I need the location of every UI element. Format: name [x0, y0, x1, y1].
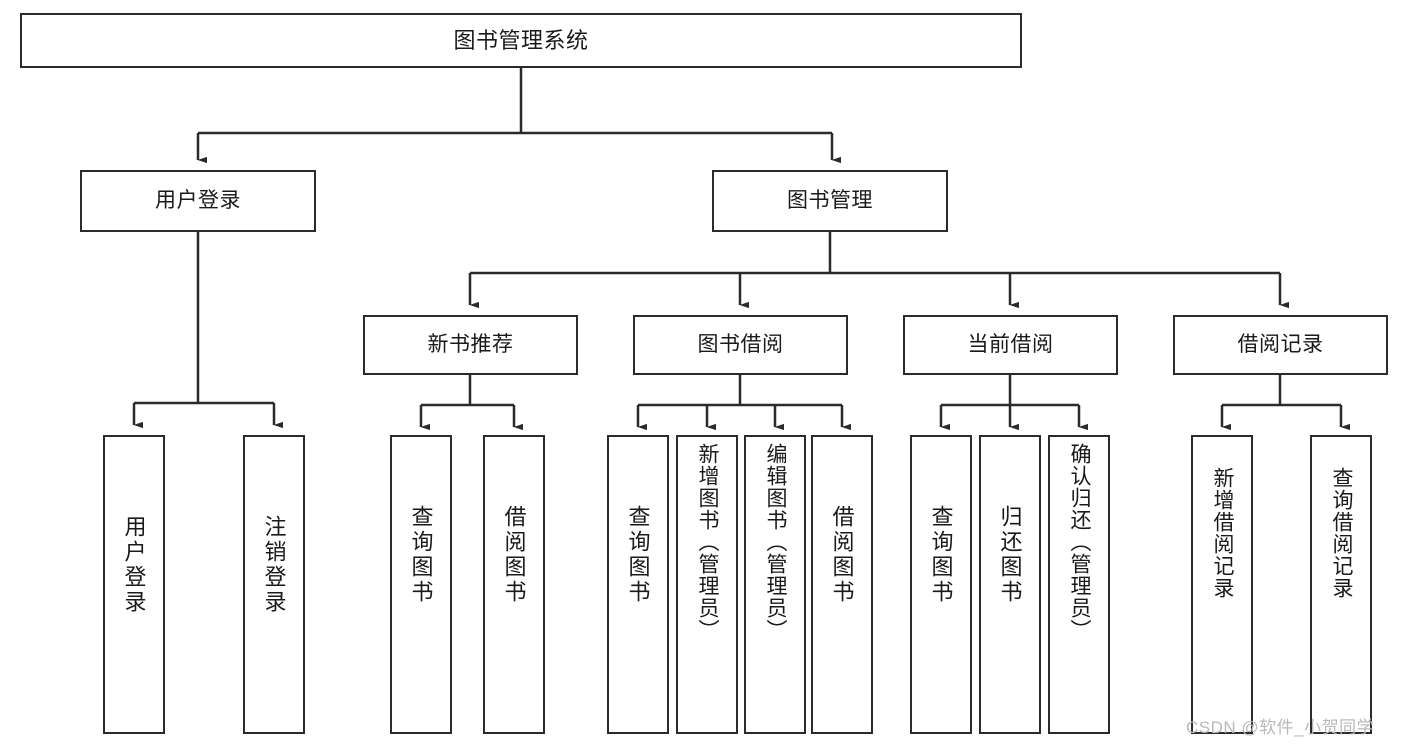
node-root-label: 图书管理系统 — [453, 27, 589, 53]
node-user-login[interactable]: 用户登录 — [80, 170, 316, 232]
node-leaf-return-book-label: 归还图书 — [997, 505, 1023, 605]
node-leaf-query-book-3[interactable]: 查询图书 — [910, 435, 972, 734]
node-leaf-query-book-3-label: 查询图书 — [928, 505, 954, 605]
node-leaf-confirm-return[interactable]: 确认归还（管理员） — [1048, 435, 1110, 734]
node-leaf-add-borrow-record[interactable]: 新增借阅记录 — [1191, 435, 1253, 734]
node-borrow-record[interactable]: 借阅记录 — [1173, 315, 1388, 375]
node-user-login-label: 用户登录 — [155, 188, 241, 212]
node-leaf-query-book-2-label: 查询图书 — [625, 505, 651, 605]
node-leaf-borrow-book-2-label: 借阅图书 — [829, 505, 855, 605]
node-leaf-query-book-1[interactable]: 查询图书 — [390, 435, 452, 734]
node-leaf-edit-book[interactable]: 编辑图书（管理员） — [744, 435, 806, 734]
node-leaf-edit-book-label: 编辑图书（管理员） — [764, 443, 788, 641]
node-book-manage[interactable]: 图书管理 — [712, 170, 948, 232]
node-leaf-return-book[interactable]: 归还图书 — [979, 435, 1041, 734]
node-leaf-query-book-1-label: 查询图书 — [408, 505, 434, 605]
node-borrow-record-label: 借阅记录 — [1237, 332, 1324, 356]
node-book-manage-label: 图书管理 — [787, 188, 873, 212]
node-leaf-user-login[interactable]: 用户登录 — [103, 435, 165, 734]
node-leaf-borrow-book-1[interactable]: 借阅图书 — [483, 435, 545, 734]
node-new-book-recommend-label: 新书推荐 — [427, 332, 514, 356]
node-leaf-confirm-return-label: 确认归还（管理员） — [1068, 443, 1092, 641]
node-leaf-add-book-label: 新增图书（管理员） — [696, 443, 720, 641]
node-leaf-borrow-book-2[interactable]: 借阅图书 — [811, 435, 873, 734]
node-leaf-logout-login-label: 注销登录 — [261, 515, 287, 615]
node-leaf-add-book[interactable]: 新增图书（管理员） — [676, 435, 738, 734]
node-leaf-query-book-2[interactable]: 查询图书 — [607, 435, 669, 734]
node-current-borrow[interactable]: 当前借阅 — [903, 315, 1118, 375]
node-leaf-logout-login[interactable]: 注销登录 — [243, 435, 305, 734]
node-root[interactable]: 图书管理系统 — [20, 13, 1022, 68]
node-book-borrow[interactable]: 图书借阅 — [633, 315, 848, 375]
node-current-borrow-label: 当前借阅 — [967, 332, 1054, 356]
node-leaf-borrow-book-1-label: 借阅图书 — [501, 505, 527, 605]
watermark: CSDN @软件_小贺同学 — [1186, 718, 1375, 737]
node-leaf-add-borrow-record-label: 新增借阅记录 — [1211, 467, 1235, 599]
node-leaf-query-borrow-record-label: 查询借阅记录 — [1330, 467, 1354, 599]
node-new-book-recommend[interactable]: 新书推荐 — [363, 315, 578, 375]
node-leaf-query-borrow-record[interactable]: 查询借阅记录 — [1310, 435, 1372, 734]
node-book-borrow-label: 图书借阅 — [697, 332, 784, 356]
node-leaf-user-login-label: 用户登录 — [121, 515, 147, 615]
